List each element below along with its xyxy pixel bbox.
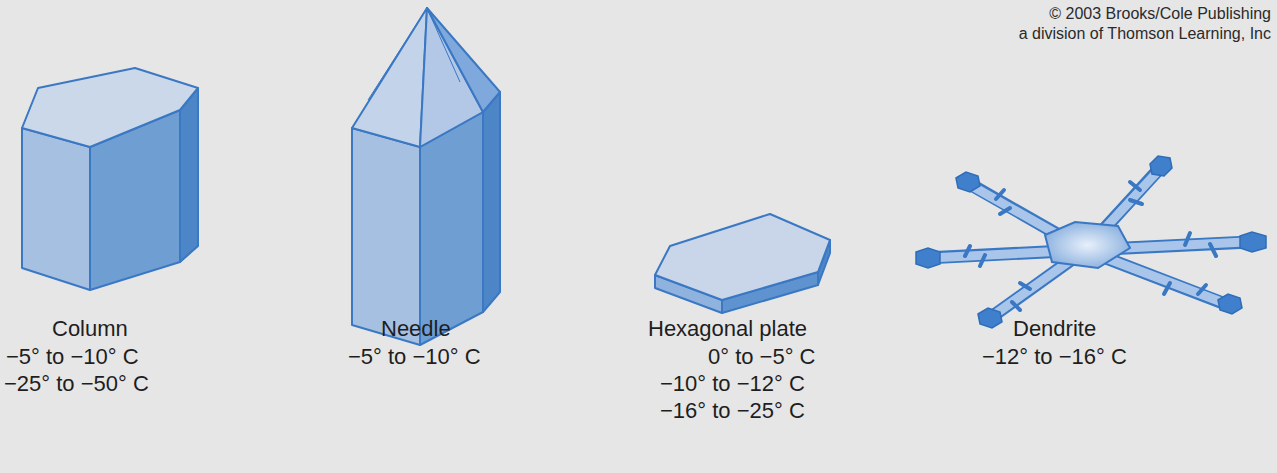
- shape-name: Column: [52, 316, 128, 342]
- shape-name: Hexagonal plate: [648, 316, 807, 342]
- shape-name: Needle: [381, 316, 451, 342]
- dendrite-crystal: [916, 156, 1266, 328]
- copyright-text: a division of Thomson Learning, Inc: [1019, 24, 1271, 44]
- shape-name: Dendrite: [1013, 316, 1096, 342]
- temperature-range: −10° to −12° C: [660, 371, 805, 397]
- temperature-range: 0° to −5° C: [708, 344, 816, 370]
- copyright-text: © 2003 Brooks/Cole Publishing: [1049, 4, 1271, 24]
- temperature-range: −25° to −50° C: [4, 371, 149, 397]
- needle-crystal: [352, 8, 500, 345]
- temperature-range: −12° to −16° C: [982, 344, 1127, 370]
- temperature-range: −5° to −10° C: [348, 344, 481, 370]
- hexagonal-plate-crystal: [655, 214, 830, 313]
- temperature-range: −5° to −10° C: [6, 344, 139, 370]
- temperature-range: −16° to −25° C: [660, 398, 805, 424]
- column-crystal: [22, 68, 198, 290]
